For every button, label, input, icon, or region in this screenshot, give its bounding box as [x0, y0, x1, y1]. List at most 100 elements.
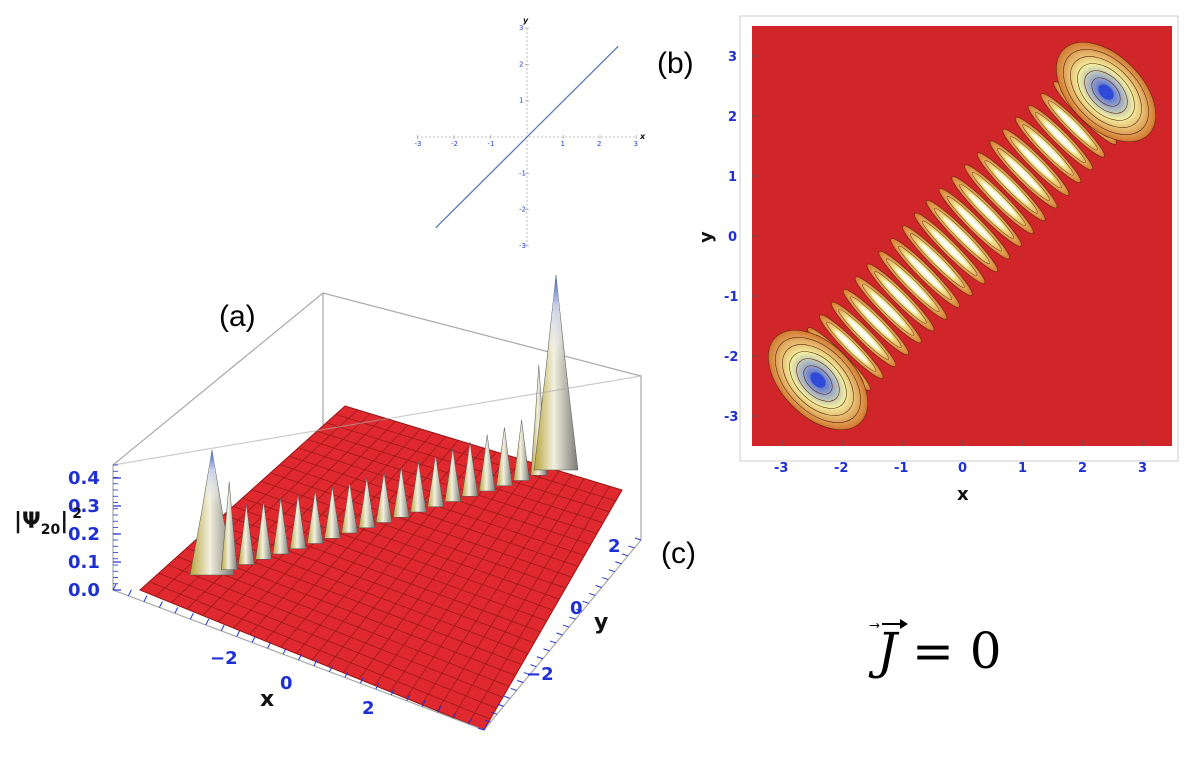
contour-x-tick: -1: [894, 461, 908, 476]
contour-y-tick: 0: [728, 230, 737, 245]
minor-tick: [143, 595, 148, 602]
minor-tick: [490, 711, 498, 715]
minor-tick: [602, 577, 609, 581]
minor-tick: [569, 616, 576, 620]
contour-lobe: [890, 238, 960, 308]
surface-y-label: y: [594, 610, 608, 635]
vector-arrow-head: [900, 619, 908, 629]
surface-peak: [444, 448, 462, 502]
box-back-edges: [112, 292, 642, 540]
minor-tick: [189, 612, 194, 620]
minor-tick: [621, 553, 629, 557]
contour-end-lobe: [767, 329, 869, 431]
minor-tick: [556, 632, 563, 636]
grid-line: [452, 482, 598, 718]
grid-line: [374, 463, 535, 686]
surface-peak: [324, 486, 341, 539]
contour-y-label: y: [696, 231, 717, 243]
minor-tick: [344, 671, 349, 678]
minor-tick: [236, 630, 241, 637]
inset-x-tick: -1: [488, 140, 495, 148]
minor-tick: [220, 624, 225, 632]
minor-tick: [615, 561, 622, 565]
grid-line: [251, 489, 560, 600]
surface-x-label: x: [260, 687, 274, 712]
surface-peak: [306, 490, 324, 544]
contour-lobe: [964, 164, 1034, 234]
inset-y-tick: 2: [519, 60, 523, 68]
surface-y-tick: −2: [526, 664, 554, 685]
inset-series-line: [435, 45, 619, 229]
grid-line: [483, 489, 623, 731]
minor-tick: [375, 682, 380, 690]
minor-tick: [634, 537, 642, 541]
minor-tick: [112, 583, 117, 591]
contour-x-label: x: [957, 484, 969, 505]
minor-tick: [543, 648, 550, 652]
surface-peak: [358, 477, 376, 528]
contour-x-tick: 3: [1138, 461, 1147, 476]
contour-lobe: [1027, 104, 1094, 171]
minor-tick: [582, 600, 589, 604]
minor-tick: [174, 607, 179, 614]
grid-line: [358, 459, 522, 680]
surface-y-tick: 2: [608, 536, 621, 557]
minor-tick: [562, 624, 570, 628]
minor-tick: [575, 608, 583, 612]
contour-lobe: [819, 314, 884, 379]
surface-plot: 0.40.30.20.10.0 −202 20−2 |Ψ20|2 x y: [14, 274, 642, 731]
current-formula: J ⃗ = 0: [868, 619, 1002, 680]
grid-line: [261, 480, 566, 589]
surface-z-tick: 0.4: [68, 468, 100, 489]
minor-tick: [313, 659, 318, 667]
minor-tick: [390, 688, 395, 696]
minor-tick: [530, 664, 537, 668]
minor-tick: [452, 712, 457, 719]
inset-x-tick: -3: [415, 140, 422, 148]
minor-tick: [406, 694, 411, 702]
panel-label-a: (a): [219, 300, 256, 333]
contour-lobe: [1040, 93, 1105, 158]
grid-line: [421, 474, 572, 705]
surface-peak-cap: [548, 275, 564, 363]
minor-tick: [328, 665, 333, 672]
surface-x-tick: 2: [362, 698, 375, 719]
surface-x-tick: −2: [210, 648, 238, 669]
minor-tick: [421, 700, 426, 707]
surface-z-label: |Ψ20|2: [14, 506, 82, 538]
contour-y-tick: -2: [724, 350, 738, 365]
minor-tick: [608, 569, 615, 573]
surface-peak: [341, 482, 358, 534]
grid-line: [436, 478, 585, 712]
formula-j: J: [868, 622, 900, 680]
contour-lobe: [976, 152, 1046, 222]
contour-end-lobe: [1055, 41, 1157, 143]
minor-tick: [595, 585, 602, 588]
minor-tick: [282, 647, 287, 655]
surface-peak: [461, 441, 479, 497]
grid-line: [405, 470, 560, 699]
surface-z-tick: 0.2: [68, 524, 100, 545]
grid-line: [468, 485, 610, 724]
box-top-front: [112, 375, 642, 466]
contour-lobe: [866, 263, 935, 332]
minor-tick: [549, 640, 557, 644]
surface-peak: [289, 494, 307, 549]
contour-lobe: [951, 176, 1022, 247]
minor-tick: [517, 680, 524, 683]
surface-peak-cap: [204, 450, 220, 507]
minor-tick: [477, 727, 485, 731]
contour-y-tick: -1: [724, 290, 738, 305]
inset-y-tick: 1: [519, 97, 523, 105]
contour-x-tick: -3: [774, 461, 788, 476]
surface-peaks: [189, 274, 579, 576]
contour-x-tick: 0: [958, 461, 967, 476]
minor-tick: [484, 719, 491, 723]
inset-y-tick: -3: [519, 242, 526, 250]
panel-label-c: (c): [661, 537, 696, 570]
surface-y-tick: 0: [570, 598, 583, 619]
surface-x-tick: 0: [280, 673, 293, 694]
minor-tick: [267, 642, 272, 649]
minor-tick: [298, 653, 302, 661]
